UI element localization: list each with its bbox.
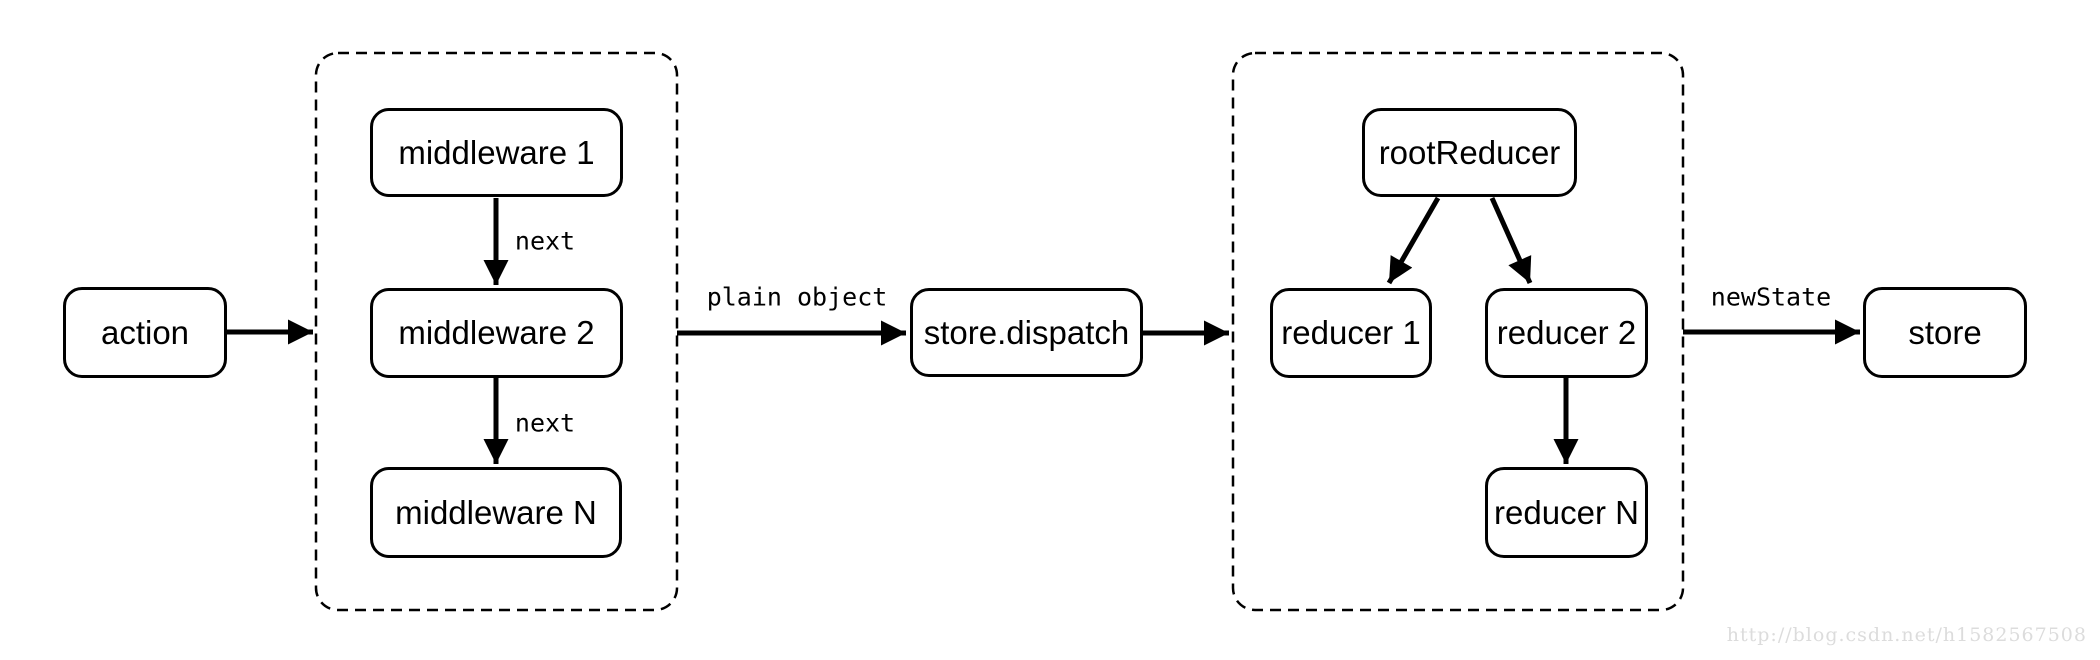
node-store-dispatch: store.dispatch [910, 288, 1143, 377]
arrow-root-reducer-to-reducer1 [1386, 196, 1441, 285]
edge-label-plain-object: plain object [706, 282, 888, 312]
node-action-label: action [100, 313, 190, 351]
node-middleware-n-label: middleware N [395, 493, 597, 531]
node-reducer-1: reducer 1 [1270, 288, 1432, 378]
node-middleware-2: middleware 2 [370, 288, 623, 378]
edge-label-next-2: next [514, 408, 576, 438]
watermark-url: http://blog.csdn.net/h1582567508 [1726, 624, 2087, 646]
node-root-reducer-label: rootReducer [1378, 133, 1561, 171]
edge-label-new-state: newState [1710, 282, 1832, 312]
edge-label-next-1: next [514, 226, 576, 256]
node-reducer-n-label: reducer N [1494, 493, 1639, 531]
node-reducer-2: reducer 2 [1485, 288, 1648, 378]
node-reducer-2-label: reducer 2 [1496, 314, 1637, 351]
node-store-label: store [1908, 313, 1982, 351]
node-middleware-1-label: middleware 1 [398, 133, 595, 171]
node-root-reducer: rootReducer [1362, 108, 1577, 197]
node-middleware-2-label: middleware 2 [398, 314, 595, 351]
node-action: action [63, 287, 227, 378]
node-middleware-1: middleware 1 [370, 108, 623, 197]
node-store: store [1863, 287, 2027, 378]
node-reducer-1-label: reducer 1 [1281, 314, 1421, 351]
arrow-root-reducer-to-reducer2 [1489, 196, 1533, 285]
reducer-group-box [1231, 51, 1685, 612]
node-store-dispatch-label: store.dispatch [923, 313, 1130, 351]
node-middleware-n: middleware N [370, 467, 622, 558]
node-reducer-n: reducer N [1485, 467, 1648, 558]
